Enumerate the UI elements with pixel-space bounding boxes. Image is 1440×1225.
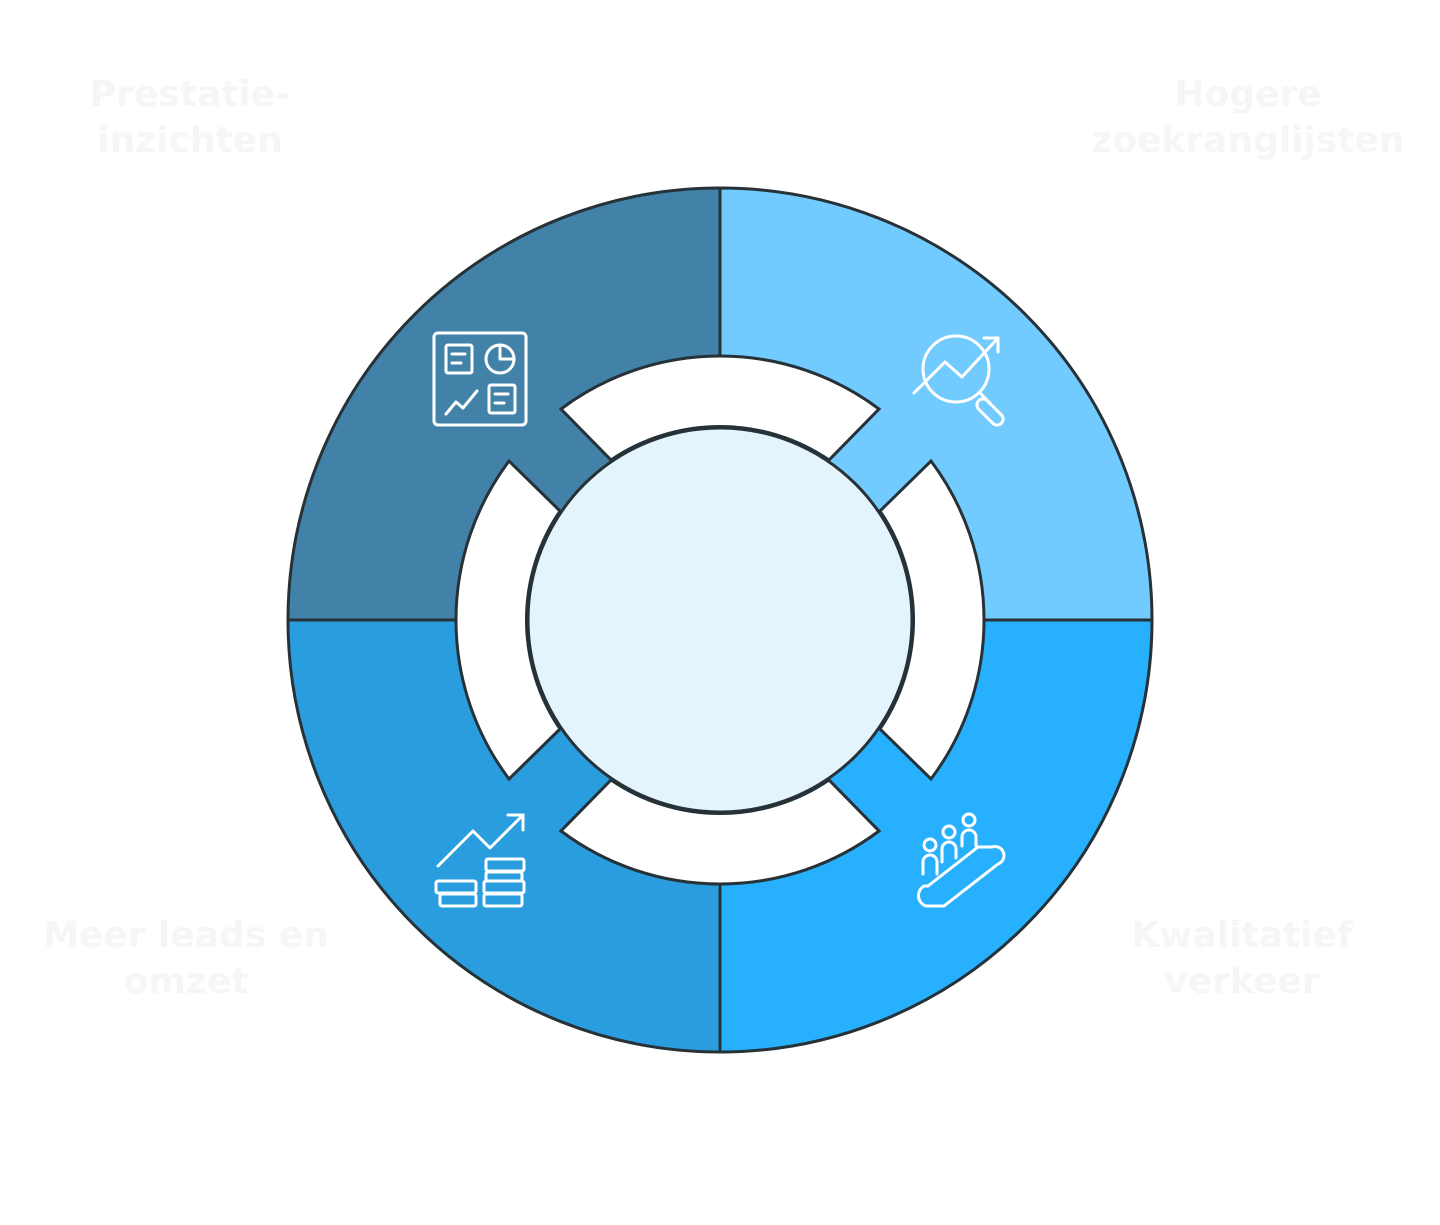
label-top-right: Hogere zoekranglijsten <box>1091 74 1405 161</box>
connector-ring <box>454 354 986 886</box>
label-bottom-left: Meer leads en omzet <box>43 915 329 1002</box>
label-top-left: Prestatie- inzichten <box>89 74 291 161</box>
growth-coins-icon <box>434 813 526 908</box>
escalator-people-icon <box>917 812 1006 908</box>
dashboard-report-icon <box>432 331 528 427</box>
label-bottom-right: Kwalitatief verkeer <box>1131 915 1353 1002</box>
trend-search-icon <box>912 334 1005 427</box>
center-circle <box>526 426 914 814</box>
